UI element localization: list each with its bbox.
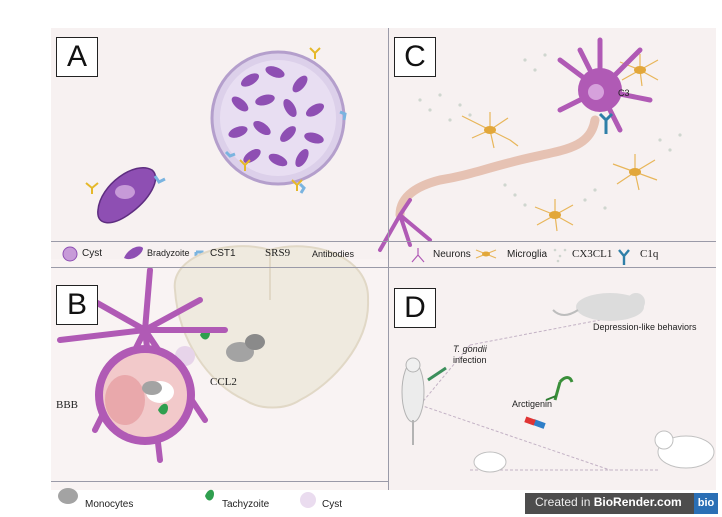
infection-word-label: infection: [453, 355, 487, 365]
legend-cst1: CST1: [210, 248, 236, 259]
legend-cx3cl1: CX3CL1: [572, 248, 613, 260]
legend-monocytes: Monocytes: [85, 499, 134, 510]
panel-c-legend-icons: [411, 248, 630, 265]
legend-srs9: SRS9: [265, 247, 291, 259]
c3-label: C3: [618, 88, 630, 98]
neuron-illustration: [378, 37, 653, 252]
panel-b-legend-icons: [58, 488, 316, 508]
panel-b-label: B: [56, 285, 98, 325]
bradyzoite-illustration: [85, 167, 166, 224]
bbb-label: BBB: [56, 399, 79, 411]
legend-c1q: C1q: [640, 248, 659, 260]
horizontal-divider-bottom: [51, 481, 388, 482]
depression-label: Depression-like behaviors: [593, 322, 697, 332]
ccl2-label: CCL2: [210, 376, 237, 388]
legend-cyst: Cyst: [82, 248, 102, 259]
vertical-divider: [388, 28, 389, 490]
horizontal-divider-mid: [51, 267, 716, 268]
panel-a-legend-icons: [62, 246, 307, 262]
panel-a-label: A: [56, 37, 98, 77]
cx3cl1-dots: [418, 53, 682, 210]
legend-neurons: Neurons: [433, 249, 471, 260]
legend-cyst-b: Cyst: [322, 499, 342, 510]
legend-tachyzoite: Tachyzoite: [222, 499, 270, 510]
infection-species-label: T. gondii: [453, 344, 487, 354]
legend-bradyzoite: Bradyzoite: [147, 248, 190, 258]
bbb-vessel-illustration: [57, 267, 228, 463]
horizontal-divider-top: [51, 241, 716, 242]
biorender-badge[interactable]: Created in BioRender.com bio: [525, 493, 718, 514]
legend-microglia: Microglia: [507, 249, 548, 260]
panel-c-label: C: [394, 37, 436, 77]
microglia-illustration: [461, 54, 659, 232]
biorender-logo: bio: [694, 493, 718, 514]
cyst-illustration: [210, 47, 347, 194]
badge-text: Created in BioRender.com: [535, 495, 682, 509]
panel-d-illustration: [401, 293, 715, 473]
panel-d-label: D: [394, 288, 436, 328]
arctigenin-label: Arctigenin: [512, 399, 553, 409]
legend-antibodies: Antibodies: [312, 249, 355, 259]
